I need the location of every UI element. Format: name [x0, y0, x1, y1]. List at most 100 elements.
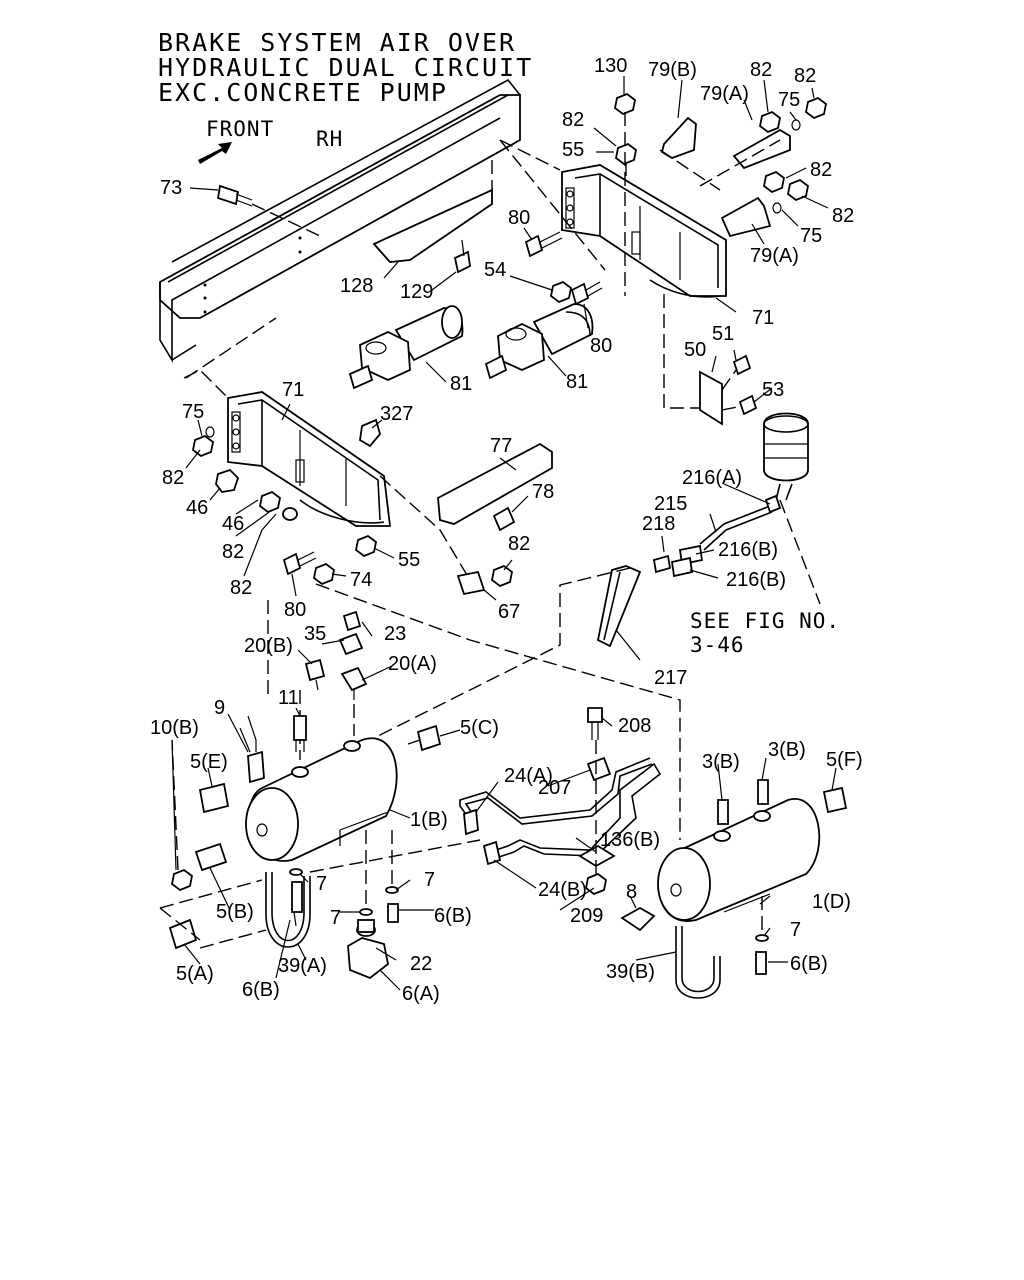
callout-label: 54	[484, 259, 506, 281]
callout-label: 46	[186, 497, 208, 519]
bracket-77	[437, 442, 553, 525]
callout-label: 80	[284, 599, 306, 621]
callout-label: 215	[654, 493, 687, 515]
fitting-11	[293, 715, 307, 752]
tube-39b	[675, 926, 721, 999]
callout-label: 207	[538, 777, 571, 799]
diagram-title-line-1: BRAKE SYSTEM AIR OVER	[158, 28, 517, 57]
fitting-5a	[168, 918, 198, 950]
valve-8	[620, 906, 656, 932]
callout-label: 6(A)	[402, 983, 440, 1005]
callout-label: 55	[562, 139, 584, 161]
callout-label: 39(A)	[278, 955, 327, 977]
callout-label: 35	[304, 623, 326, 645]
callout-label: 22	[410, 953, 432, 975]
callout-label: 82	[508, 533, 530, 555]
fitting-24b-end	[482, 840, 502, 866]
bolt-73	[216, 184, 253, 207]
callout-label: 67	[498, 601, 520, 623]
callout-label: 3(B)	[702, 751, 740, 773]
fitting-24a-end	[463, 808, 479, 836]
callout-label: 46	[222, 513, 244, 535]
callout-label: 82	[832, 205, 854, 227]
callout-label: 79(A)	[750, 245, 799, 267]
callout-label: 82	[230, 577, 252, 599]
fitting-5e	[198, 782, 230, 814]
callout-label: 73	[160, 177, 182, 199]
crossmember-upper	[561, 164, 727, 298]
see-figure-number: 3-46	[690, 633, 745, 657]
bolt-53	[738, 394, 758, 416]
nuts-lower-left	[192, 426, 513, 588]
callout-label: 82	[810, 159, 832, 181]
callout-label: 327	[380, 403, 413, 425]
callout-label: 51	[712, 323, 734, 345]
callout-label: 130	[594, 55, 627, 77]
valve-9	[239, 715, 265, 784]
washer-7-d	[755, 934, 769, 942]
callout-label: 75	[800, 225, 822, 247]
callout-label: 8	[626, 881, 637, 903]
callout-label: 7	[424, 869, 435, 891]
bolt-80-upper	[524, 234, 544, 258]
callout-label: 7	[790, 919, 801, 941]
bolt-51	[732, 354, 752, 376]
washer-7-b	[385, 886, 399, 894]
callout-label: 129	[400, 281, 433, 303]
crossmember-lower	[227, 391, 392, 527]
callout-label: 24(B)	[538, 879, 587, 901]
washer-7-c	[359, 908, 373, 916]
bracket-79a-lower	[720, 196, 772, 238]
tube-39a	[265, 872, 311, 948]
line-215	[699, 505, 773, 551]
callout-label: 75	[778, 89, 800, 111]
fitting-5c	[416, 724, 442, 752]
nuts-upper-right	[550, 92, 827, 304]
fluid-reservoir	[763, 412, 809, 501]
callout-label: 5(C)	[460, 717, 499, 739]
front-arrow-icon	[198, 142, 232, 164]
fitting-327	[359, 418, 381, 448]
callout-label: 7	[330, 907, 341, 929]
callout-label: 11	[278, 687, 299, 709]
callout-label: 78	[532, 481, 554, 503]
callout-label: 6(B)	[242, 979, 280, 1001]
drain-cock-6b-left	[291, 881, 303, 927]
callout-label: 209	[570, 905, 603, 927]
front-label: FRONT	[206, 117, 274, 141]
tee-fittings-upper	[304, 610, 368, 700]
bolt-129	[453, 239, 471, 274]
callout-label: 1(D)	[812, 891, 851, 913]
bolt-80-lower	[282, 552, 302, 576]
diagram-title-line-2: HYDRAULIC DUAL CIRCUIT	[158, 53, 534, 82]
callout-label: 82	[562, 109, 584, 131]
see-figure-note: SEE FIG NO.	[690, 609, 840, 633]
callout-label: 20(A)	[388, 653, 437, 675]
callout-label: 80	[508, 207, 530, 229]
callout-label: 1(B)	[410, 809, 448, 831]
fittings-216	[652, 494, 782, 578]
bolt-80-mid	[570, 282, 590, 306]
bolt-78	[492, 506, 516, 532]
fitting-5b	[194, 842, 228, 872]
callout-label: 20(B)	[244, 635, 293, 657]
callout-label: 74	[350, 569, 372, 591]
callout-label: 81	[450, 373, 472, 395]
callout-label: 81	[566, 371, 588, 393]
clip-207	[586, 756, 612, 782]
nut-10b	[171, 868, 193, 892]
air-tank-1b	[245, 737, 398, 862]
callout-label: 5(F)	[826, 749, 863, 771]
valve-6a	[347, 919, 389, 980]
callout-label: 3(B)	[768, 739, 806, 761]
bracket-217	[596, 565, 642, 648]
callout-label: 55	[398, 549, 420, 571]
booster-81-left	[348, 305, 464, 390]
callout-label: 79(A)	[700, 83, 749, 105]
bracket-50	[699, 370, 723, 426]
callout-label: 82	[222, 541, 244, 563]
callout-label: 218	[642, 513, 675, 535]
rh-label: RH	[316, 127, 343, 151]
